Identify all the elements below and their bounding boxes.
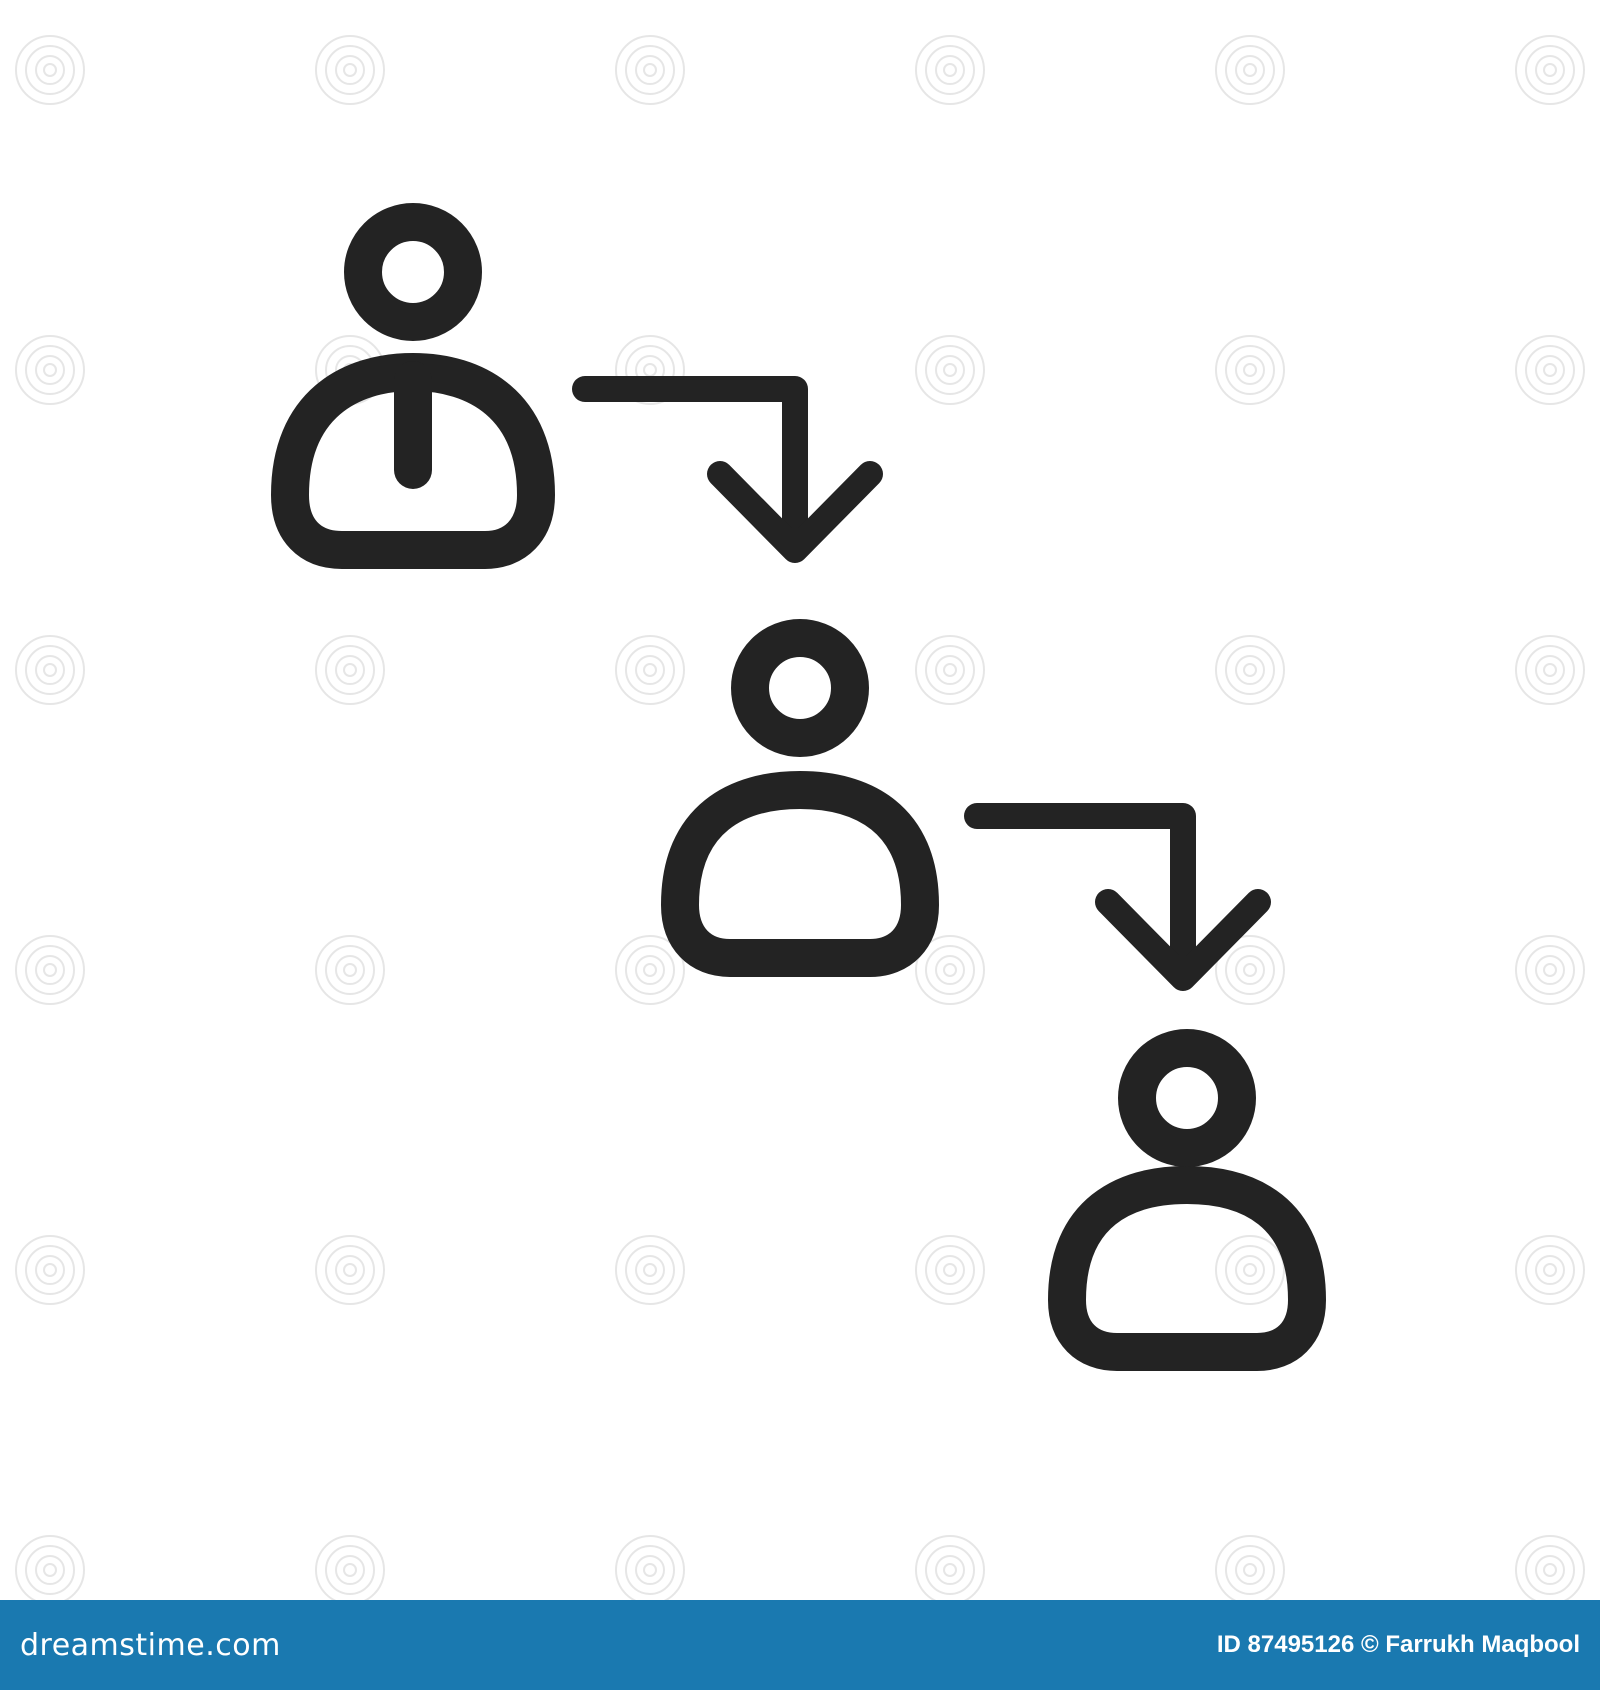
dreamstime-swirl-icon <box>915 1535 985 1600</box>
dreamstime-swirl-icon <box>315 1535 385 1600</box>
dreamstime-swirl-icon <box>1515 335 1585 405</box>
dreamstime-swirl-icon <box>615 935 685 1005</box>
watermark-layer <box>15 35 1585 1600</box>
person-with-tie-icon <box>271 203 555 569</box>
footer-bar: dreamstime.com ID 87495126 © Farrukh Maq… <box>0 1600 1600 1690</box>
dreamstime-swirl-icon <box>1215 35 1285 105</box>
dreamstime-swirl-icon <box>915 935 985 1005</box>
image-credit: ID 87495126 © Farrukh Maqbool <box>1216 1631 1580 1658</box>
dreamstime-swirl-icon <box>315 1235 385 1305</box>
dreamstime-swirl-icon <box>15 635 85 705</box>
elbow-down-arrow-icon <box>572 376 883 563</box>
dreamstime-swirl-icon <box>915 35 985 105</box>
person-icon <box>661 619 939 977</box>
elbow-down-arrow-icon <box>964 803 1271 991</box>
dreamstime-logo[interactable]: dreamstime.com <box>20 1627 281 1663</box>
dreamstime-swirl-icon <box>315 35 385 105</box>
dreamstime-swirl-icon <box>615 335 685 405</box>
dreamstime-swirl-icon <box>1515 1535 1585 1600</box>
dreamstime-swirl-icon <box>1215 635 1285 705</box>
dreamstime-swirl-icon <box>615 635 685 705</box>
dreamstime-swirl-icon <box>1515 35 1585 105</box>
dreamstime-swirl-icon <box>1215 1535 1285 1600</box>
dreamstime-swirl-icon <box>1215 335 1285 405</box>
dreamstime-swirl-icon <box>1215 1235 1285 1305</box>
dreamstime-swirl-icon <box>315 935 385 1005</box>
dreamstime-swirl-icon <box>915 1235 985 1305</box>
dreamstime-swirl-icon <box>615 1235 685 1305</box>
dreamstime-swirl-icon <box>1215 935 1285 1005</box>
dreamstime-swirl-icon <box>615 35 685 105</box>
dreamstime-swirl-icon <box>15 335 85 405</box>
dreamstime-swirl-icon <box>1515 1235 1585 1305</box>
dreamstime-swirl-icon <box>615 1535 685 1600</box>
delegation-diagram <box>15 35 1585 1600</box>
dreamstime-swirl-icon <box>315 635 385 705</box>
person-icon <box>1048 1029 1326 1371</box>
dreamstime-swirl-icon <box>1515 935 1585 1005</box>
dreamstime-swirl-icon <box>915 335 985 405</box>
dreamstime-swirl-icon <box>915 635 985 705</box>
dreamstime-swirl-icon <box>1515 635 1585 705</box>
dreamstime-swirl-icon <box>15 1535 85 1600</box>
dreamstime-swirl-icon <box>15 935 85 1005</box>
dreamstime-swirl-icon <box>15 1235 85 1305</box>
dreamstime-swirl-icon <box>15 35 85 105</box>
